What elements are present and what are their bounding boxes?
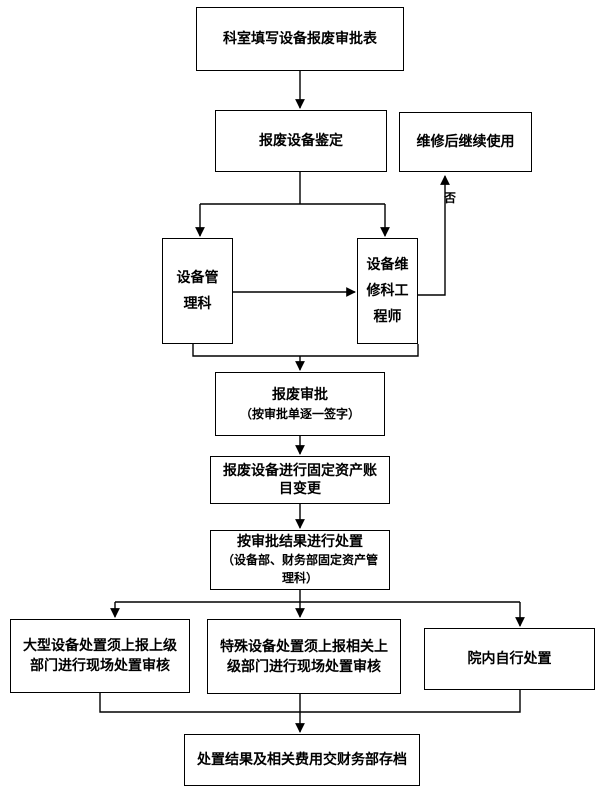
node-engineer-line-1: 设备维	[366, 257, 409, 273]
node-dispose: 按审批结果进行处置 （设备部、财务部固定资产管 理科）	[210, 530, 390, 590]
node-approval-note: （按审批单逐一签字）	[239, 407, 360, 421]
node-account-change: 报废设备进行固定资产账 目变更	[210, 456, 390, 504]
node-appraisal-label: 报废设备鉴定	[259, 133, 343, 149]
line-merge-right	[300, 344, 419, 357]
node-engineer: 设备维 修科工 程师	[357, 238, 418, 344]
node-internal: 院内自行处置	[424, 628, 595, 690]
node-internal-label: 院内自行处置	[467, 651, 552, 667]
node-dispose-label: 按审批结果进行处置	[237, 534, 363, 550]
line-merge-left	[192, 344, 300, 357]
node-engineer-line-2: 修科工	[366, 283, 409, 299]
node-archive-label: 处置结果及相关费用交财务部存档	[197, 752, 407, 768]
node-account-change-line-2: 目变更	[279, 481, 321, 497]
edge-label-no: 否	[443, 191, 456, 205]
node-appraisal: 报废设备鉴定	[215, 110, 387, 172]
node-dispose-note-line-2: 理科）	[281, 571, 318, 585]
node-continue-use: 维修后继续使用	[399, 112, 532, 172]
node-special-equip-line-2: 级部门进行现场处置审核	[227, 658, 381, 675]
node-large-equip: 大型设备处置须上报上级 部门进行现场处置审核	[10, 619, 190, 693]
node-equip-dept: 设备管 理科	[162, 238, 233, 344]
node-fill-form-label: 科室填写设备报废审批表	[223, 31, 377, 47]
node-equip-dept-line-2: 理科	[183, 296, 212, 312]
arrow-engineer-to-continue	[418, 175, 450, 296]
node-engineer-line-3: 程师	[373, 309, 402, 325]
node-equip-dept-line-1: 设备管	[176, 270, 219, 286]
node-large-equip-line-1: 大型设备处置须上报上级	[23, 638, 177, 654]
node-archive: 处置结果及相关费用交财务部存档	[184, 734, 420, 786]
node-special-equip: 特殊设备处置须上报相关上 级部门进行现场处置审核	[207, 619, 401, 694]
node-large-equip-line-2: 部门进行现场处置审核	[30, 658, 170, 674]
node-fill-form: 科室填写设备报废审批表	[196, 7, 404, 71]
node-approval-label: 报废审批	[272, 387, 328, 403]
node-dispose-note-line-1: （设备部、财务部固定资产管	[221, 553, 378, 567]
node-continue-use-label: 维修后继续使用	[416, 134, 515, 150]
node-approval: 报废审批 （按审批单逐一签字）	[215, 372, 385, 436]
node-special-equip-line-1: 特殊设备处置须上报相关上	[220, 638, 388, 655]
node-account-change-line-1: 报废设备进行固定资产账	[223, 463, 377, 479]
line-merge-bottom	[99, 690, 521, 713]
